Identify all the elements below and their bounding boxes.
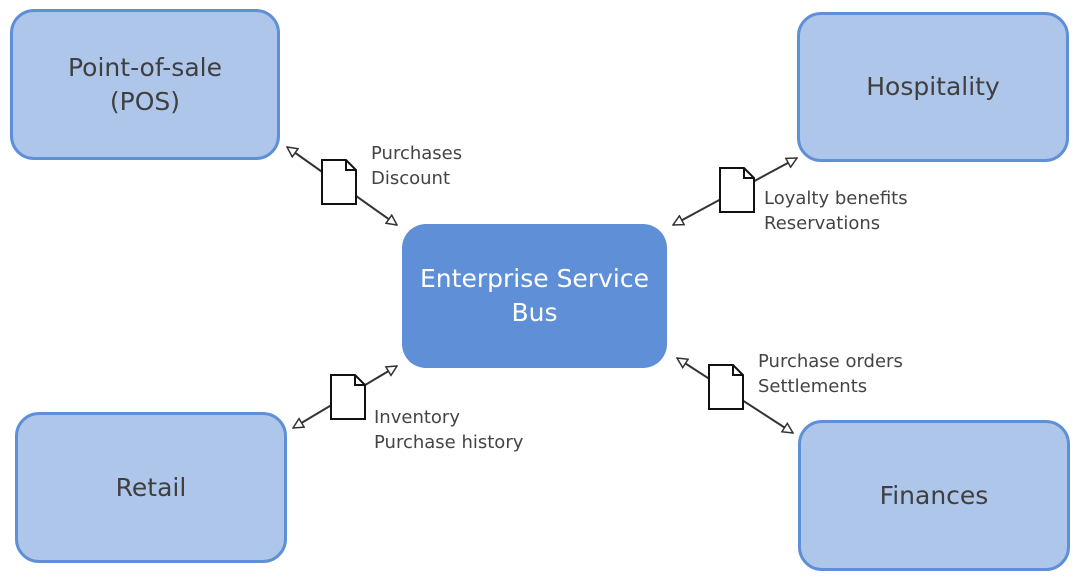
connector-pos — [287, 147, 397, 225]
connection-label-line: Purchases — [371, 143, 463, 164]
document-icon — [321, 159, 357, 205]
hub-enterprise-service-bus: Enterprise Service Bus — [402, 224, 667, 368]
node-finances: Finances — [798, 420, 1070, 571]
node-pos-label: Point-of-sale (POS) — [68, 52, 222, 116]
node-hospitality: Hospitality — [797, 12, 1069, 162]
node-finances-label: Finances — [879, 480, 989, 510]
connection-label-line: Purchase history — [374, 432, 524, 453]
connection-label-line: Purchase orders — [758, 351, 903, 372]
document-icon — [708, 364, 744, 410]
node-retail: Retail — [15, 412, 287, 563]
connection-label-line: Inventory — [374, 407, 460, 428]
document-icon — [330, 374, 366, 420]
connector-finances — [677, 358, 793, 433]
document-icon — [719, 167, 755, 213]
connection-label-hospitality: Loyalty benefits Reservations — [764, 186, 908, 236]
connector-retail — [293, 365, 397, 429]
connector-hospitality — [673, 157, 797, 226]
connection-label-pos: Purchases Discount — [371, 141, 462, 191]
connection-label-line: Reservations — [764, 213, 881, 234]
connection-label-line: Loyalty benefits — [764, 188, 908, 209]
connection-label-line: Discount — [371, 168, 451, 189]
node-pos: Point-of-sale (POS) — [10, 9, 280, 160]
node-retail-label: Retail — [115, 472, 187, 502]
connection-label-retail: Inventory Purchase history — [374, 405, 523, 455]
hub-label: Enterprise Service Bus — [420, 263, 649, 328]
connection-label-finances: Purchase orders Settlements — [758, 349, 903, 399]
connection-label-line: Settlements — [758, 376, 868, 397]
node-hospitality-label: Hospitality — [866, 72, 1000, 102]
